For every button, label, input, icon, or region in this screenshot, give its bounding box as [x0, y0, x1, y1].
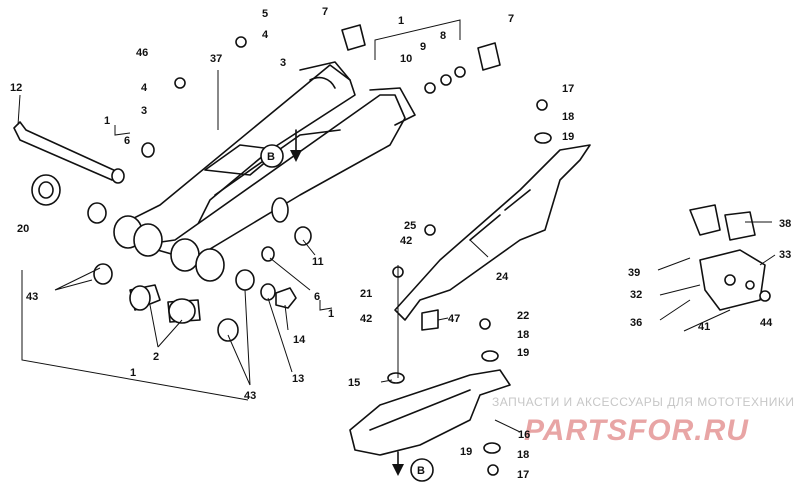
- callout-43-b: 43: [244, 390, 256, 402]
- callout-3-b: 3: [280, 57, 286, 69]
- callout-1-bottom: 1: [130, 367, 136, 379]
- callout-44: 44: [760, 317, 773, 329]
- callout-11: 11: [312, 256, 324, 268]
- callout-4-b: 4: [141, 82, 148, 94]
- callout-33: 33: [779, 249, 791, 261]
- callout-6-a: 6: [124, 135, 130, 147]
- group-brackets: [21, 19, 461, 401]
- callout-41: 41: [698, 321, 710, 333]
- callout-6-b: 6: [314, 291, 320, 303]
- callout-1-top: 1: [398, 15, 404, 27]
- bush-20: [31, 174, 61, 206]
- callout-18-c: 18: [517, 449, 529, 461]
- sensor-bracket: [689, 204, 766, 311]
- callout-9: 9: [420, 41, 426, 53]
- callout-42-b: 42: [360, 313, 372, 325]
- callout-5: 5: [262, 8, 268, 20]
- callout-1-right: 1: [328, 308, 334, 320]
- callout-19-c: 19: [460, 446, 472, 458]
- view-marker-b-top: B: [267, 151, 275, 163]
- callout-38: 38: [779, 218, 791, 230]
- leader-lines: [17, 70, 776, 433]
- small-parts: [141, 24, 771, 476]
- callout-19-b: 19: [517, 347, 529, 359]
- callout-42-a: 42: [400, 235, 412, 247]
- callout-4-a: 4: [262, 29, 269, 41]
- chain-guide: [394, 144, 591, 321]
- callout-24: 24: [496, 271, 509, 283]
- callout-7-b: 7: [508, 13, 514, 25]
- callout-12: 12: [10, 82, 22, 94]
- callout-37: 37: [210, 53, 222, 65]
- callout-47: 47: [448, 313, 460, 325]
- watermark-logo: PARTSFOR.RU: [524, 414, 749, 447]
- callout-10: 10: [400, 53, 412, 65]
- watermark-tagline: ЗАПЧАСТИ И АКСЕССУАРЫ ДЛЯ МОТОТЕХНИКИ: [492, 395, 794, 409]
- callout-18-a: 18: [562, 111, 574, 123]
- callout-20: 20: [17, 223, 29, 235]
- callout-43-a: 43: [26, 291, 38, 303]
- callout-39: 39: [628, 267, 640, 279]
- callout-13: 13: [292, 373, 304, 385]
- callout-36: 36: [630, 317, 642, 329]
- callout-19-a: 19: [562, 131, 574, 143]
- callout-25: 25: [404, 220, 416, 232]
- pivot-tubes: [87, 202, 225, 282]
- callout-2: 2: [153, 351, 159, 363]
- chain-slider: [349, 369, 511, 456]
- callout-1-left: 1: [104, 115, 110, 127]
- callout-15: 15: [348, 377, 360, 389]
- callout-22: 22: [517, 310, 529, 322]
- view-marker-b-bottom: B: [417, 465, 425, 477]
- callout-21: 21: [360, 288, 372, 300]
- callout-numbers: 5 7 1 7 4 8 9 10 46 37 3 4 12 3 1 6 17 1…: [10, 6, 791, 481]
- callout-3-a: 3: [141, 105, 147, 117]
- callout-17-a: 17: [562, 83, 574, 95]
- callout-17-b: 17: [517, 469, 529, 481]
- callout-18-b: 18: [517, 329, 529, 341]
- callout-16: 16: [518, 429, 530, 441]
- callout-46: 46: [136, 47, 148, 59]
- view-arrow-top: [260, 129, 302, 168]
- callout-7-a: 7: [322, 6, 328, 18]
- swingarm: [119, 61, 416, 256]
- view-arrow-bottom: [392, 451, 434, 482]
- callout-8: 8: [440, 30, 446, 42]
- pivot-spindle: [13, 121, 125, 184]
- callout-32: 32: [630, 289, 642, 301]
- callout-14: 14: [293, 334, 306, 346]
